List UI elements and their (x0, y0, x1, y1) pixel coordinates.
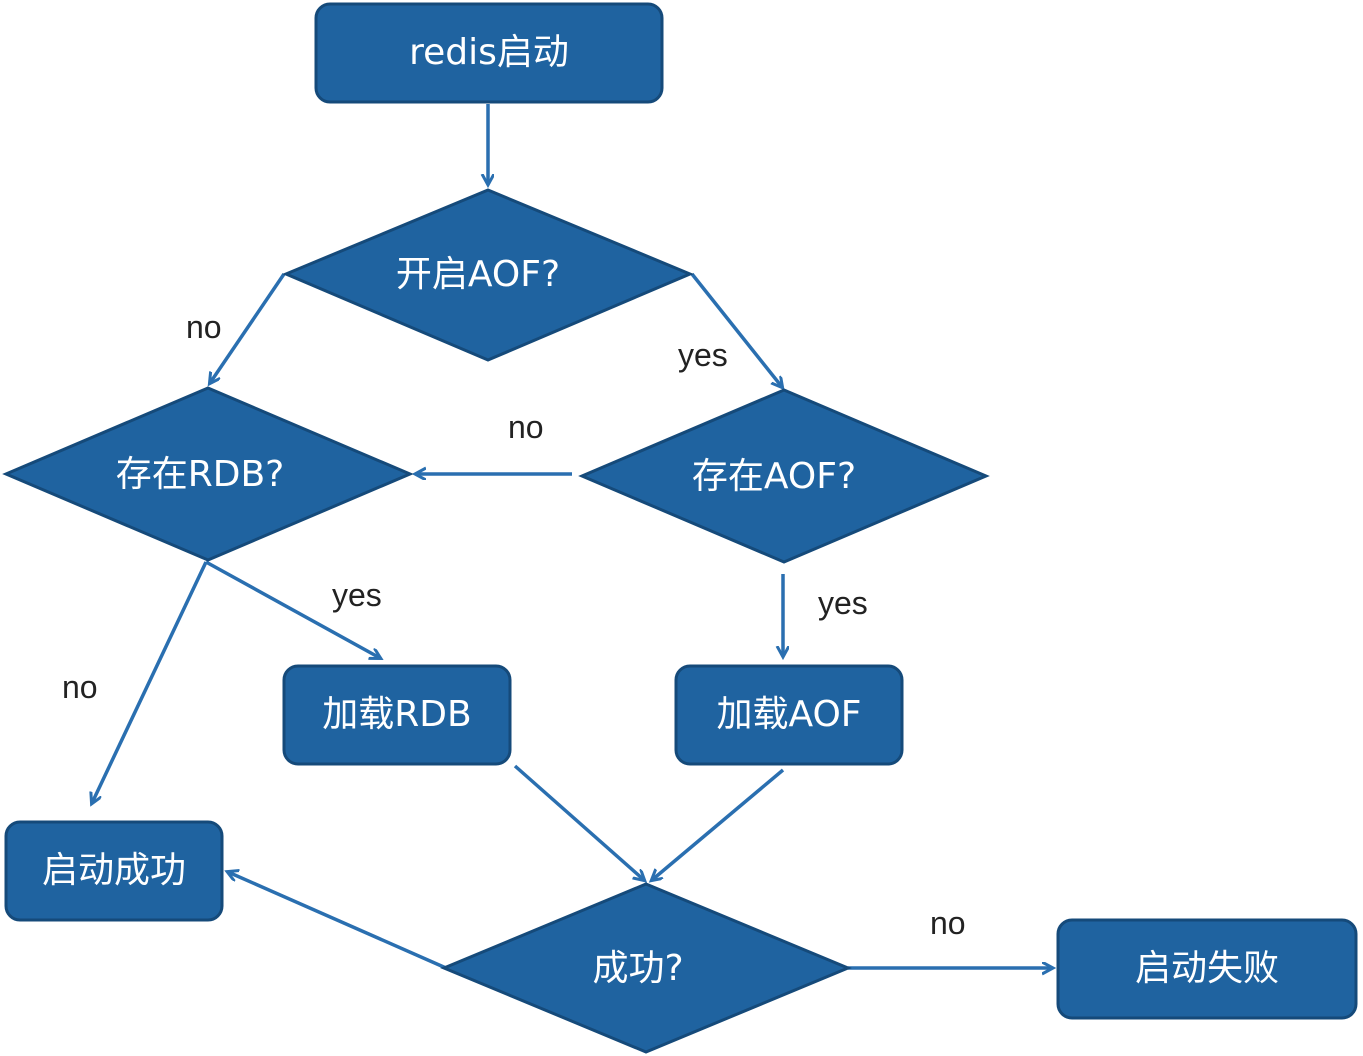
edge-rdb-exists-yes (205, 560, 380, 658)
node-aof-exists (578, 388, 990, 564)
edge-rdb-exists-no (92, 561, 208, 803)
label-rdb-exists-no: no (62, 669, 98, 705)
node-load-rdb (282, 664, 512, 766)
edge-aof-enabled-yes (690, 272, 782, 387)
node-load-rdb-text: 加载RDB (322, 694, 471, 735)
node-load-aof (674, 664, 904, 766)
edge-success-to-start-ok (228, 872, 447, 970)
node-start-fail (1056, 918, 1358, 1020)
node-start-ok (4, 820, 224, 922)
node-start-fail-text: 启动失败 (1135, 948, 1279, 989)
node-start (314, 2, 664, 104)
edge-load-rdb-to-success (513, 764, 644, 880)
node-texts: redis启动 开启AOF? 存在RDB? 存在AOF? 加载RDB 加载AOF… (42, 32, 1279, 989)
node-start-text: redis启动 (409, 32, 569, 73)
node-aof-enabled-text: 开启AOF? (396, 254, 560, 295)
label-rdb-exists-yes: yes (332, 577, 382, 613)
node-aof-enabled (282, 188, 694, 362)
node-rdb-exists (2, 386, 414, 562)
label-success-no: no (930, 905, 966, 941)
label-aof-enabled-no: no (186, 309, 222, 345)
node-success (440, 882, 852, 1054)
node-success-text: 成功? (592, 948, 683, 989)
edges (92, 104, 1052, 968)
node-aof-exists-text: 存在AOF? (692, 456, 856, 497)
label-aof-enabled-yes: yes (678, 337, 728, 373)
label-aof-exists-no: no (508, 409, 544, 445)
edge-load-aof-to-success (652, 768, 785, 880)
node-rdb-exists-text: 存在RDB? (116, 454, 285, 495)
node-load-aof-text: 加载AOF (716, 694, 861, 735)
edge-aof-enabled-no (210, 273, 286, 383)
node-start-ok-text: 启动成功 (42, 850, 186, 891)
edge-labels: no yes no yes yes no no (62, 309, 966, 941)
label-aof-exists-yes: yes (818, 585, 868, 621)
